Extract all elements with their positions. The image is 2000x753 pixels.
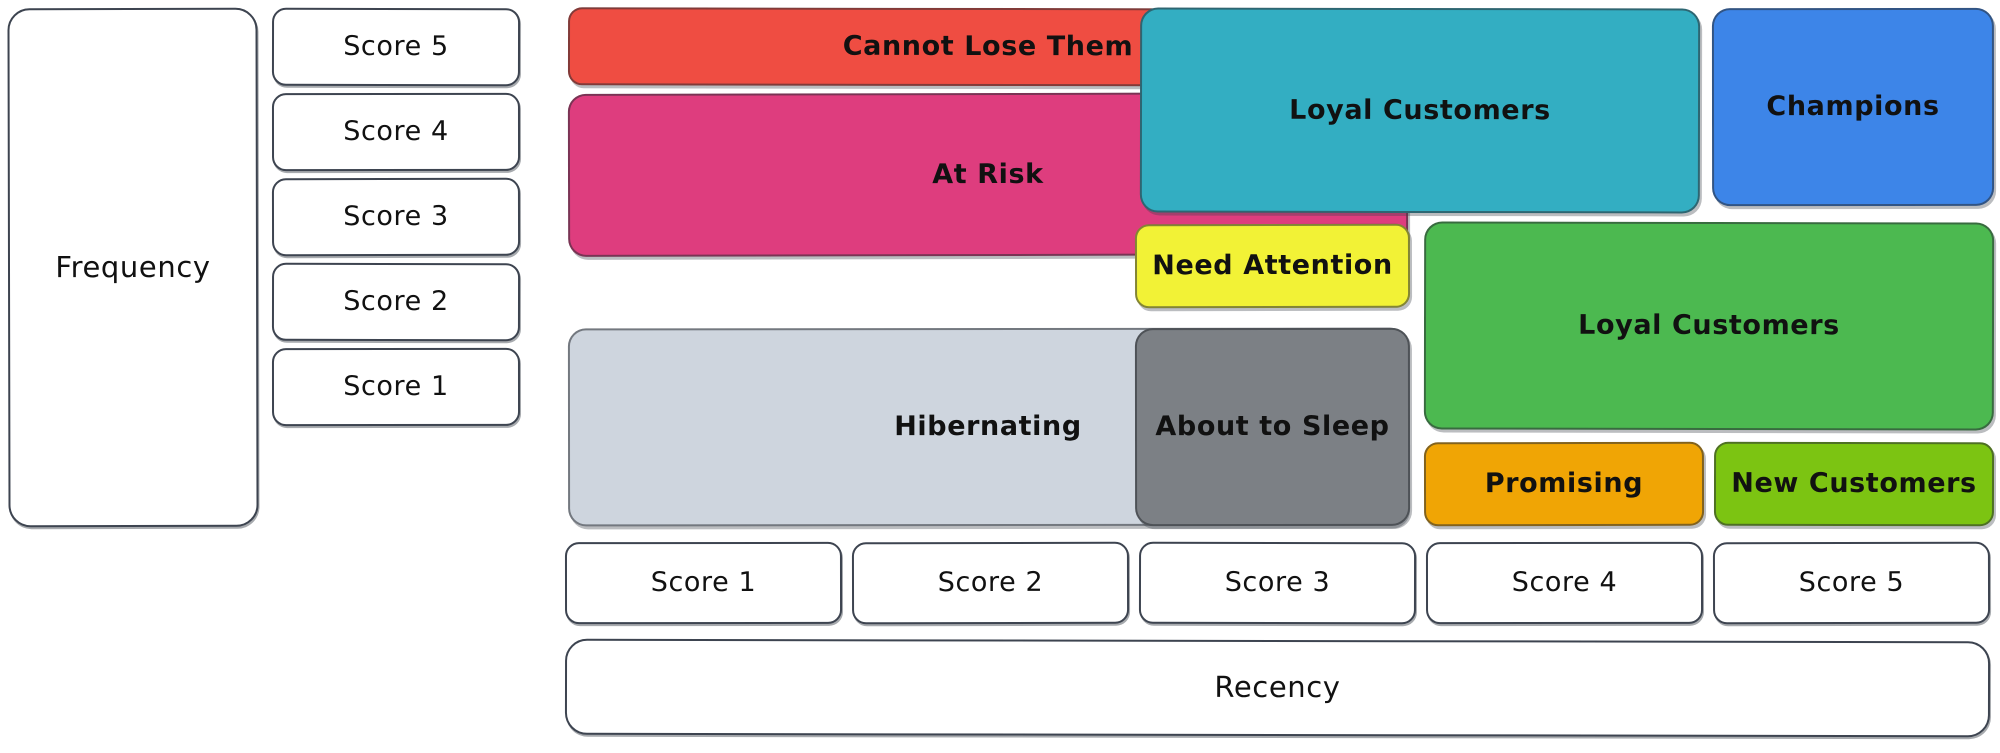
recency-score-5: Score 5 [1712,541,1991,625]
recency-score-3: Score 3 [1138,541,1417,625]
frequency-score-3: Score 3 [271,177,521,257]
frequency-score-2: Score 2 [271,262,521,342]
segment-about-to-sleep[interactable]: About to Sleep [1134,327,1411,527]
frequency-score-1: Score 1 [271,347,521,427]
frequency-score-4: Score 4 [271,92,521,172]
recency-axis-label: Recency [564,638,1991,738]
frequency-score-5: Score 5 [271,7,521,87]
frequency-axis-label: Frequency [7,7,259,528]
recency-score-2: Score 2 [851,541,1130,625]
segment-loyal-customers-green[interactable]: Loyal Customers [1423,221,1995,431]
segment-promising[interactable]: Promising [1423,441,1705,527]
segment-new-customers[interactable]: New Customers [1713,441,1995,527]
recency-score-1: Score 1 [564,541,843,625]
segment-champions[interactable]: Champions [1711,7,1995,207]
recency-score-4: Score 4 [1425,541,1704,625]
segment-need-attention[interactable]: Need Attention [1134,223,1411,309]
segment-loyal-customers-teal[interactable]: Loyal Customers [1139,7,1701,214]
